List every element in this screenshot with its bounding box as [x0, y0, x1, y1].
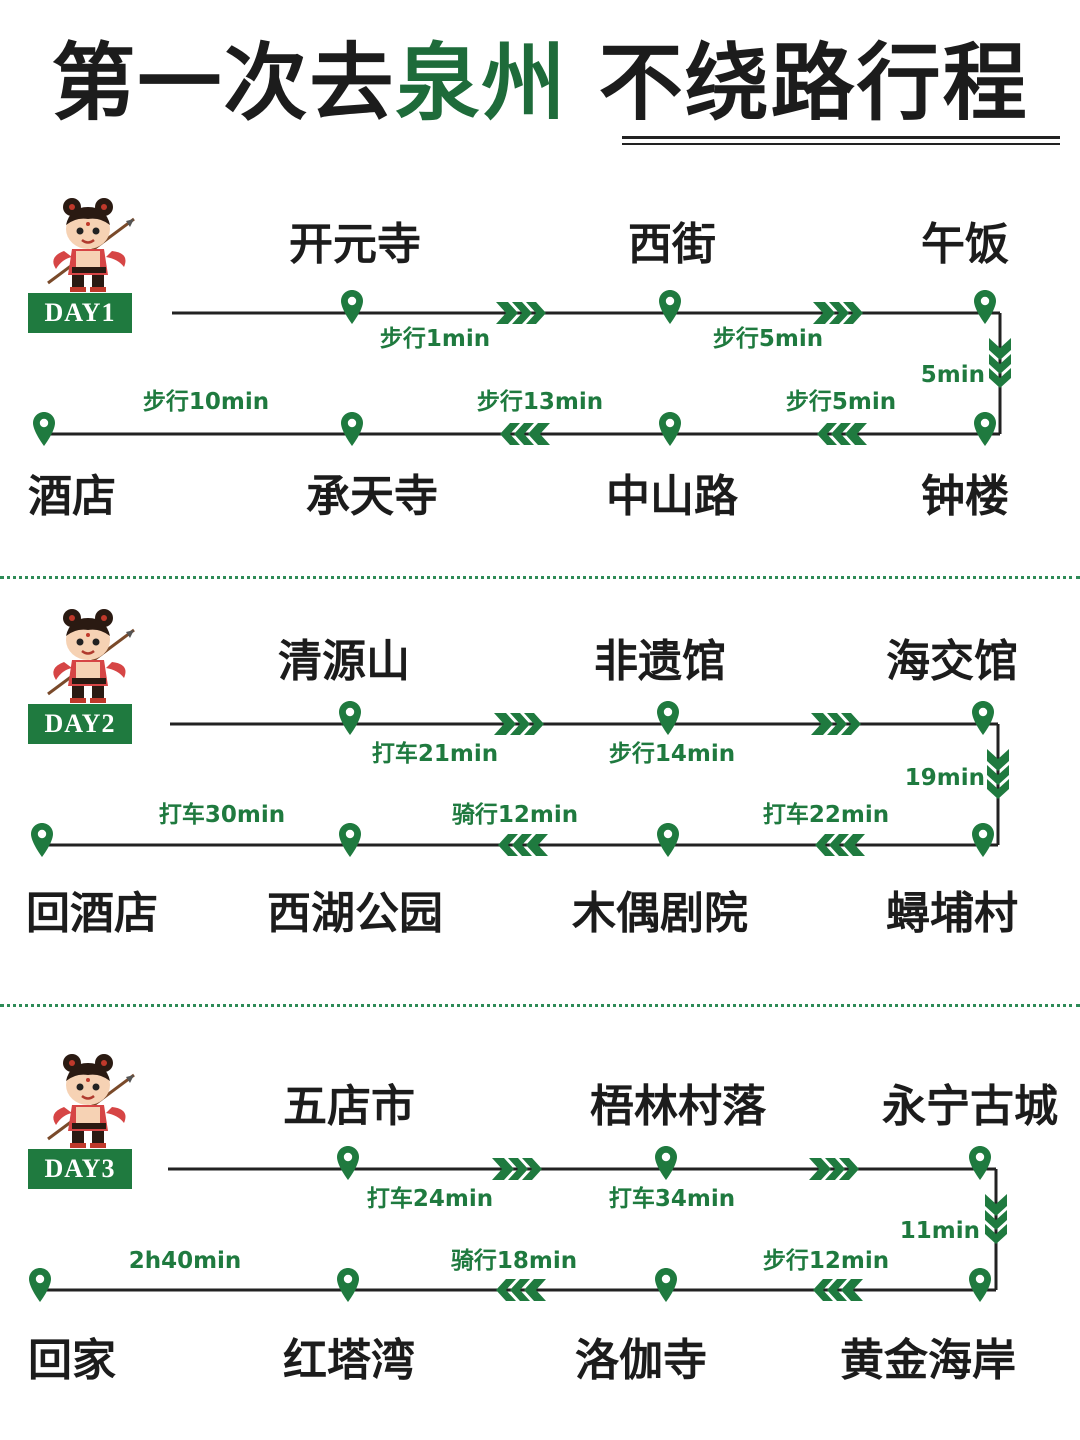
stop-name: 木偶剧院 [572, 888, 748, 939]
leg-duration: 骑行12min [451, 802, 579, 828]
map-pin-icon [339, 701, 361, 735]
stop-name: 五店市 [283, 1081, 415, 1132]
stop-name: 非遗馆 [594, 636, 726, 687]
stop-name: 酒店 [28, 471, 116, 522]
map-pin-icon [972, 823, 994, 857]
map-pin-icon [659, 290, 681, 324]
day-2-section: DAY2 清源山 非遗馆 海交馆 打车21min 步行14min 19min 打… [0, 606, 1080, 986]
map-pin-icon [974, 290, 996, 324]
map-pin-icon [974, 412, 996, 446]
day-badge: DAY1 [28, 293, 132, 333]
stop-name: 永宁古城 [882, 1081, 1058, 1132]
map-pin-icon [339, 823, 361, 857]
route-diagram [29, 1146, 1007, 1302]
stop-name: 海交馆 [886, 636, 1018, 687]
leg-duration: 步行10min [142, 389, 270, 415]
leg-duration: 骑行18min [450, 1248, 578, 1274]
title-underline [622, 136, 1060, 139]
stop-name: 蟳埔村 [886, 888, 1018, 939]
route-diagram [33, 290, 1011, 446]
stop-name: 洛伽寺 [575, 1335, 707, 1386]
stop-name: 午饭 [921, 219, 1009, 270]
day-1-section: DAY1 开元寺 西街 午饭 步行1min 步行5min 5min 步行10mi… [0, 195, 1080, 575]
stop-name: 中山路 [606, 471, 738, 522]
page-title: 第一次去泉州 不绕路行程 [0, 28, 1080, 138]
route-diagram [31, 701, 1009, 857]
stop-name: 梧林村落 [590, 1081, 766, 1132]
day-badge: DAY3 [28, 1149, 132, 1189]
map-pin-icon [337, 1146, 359, 1180]
map-pin-icon [655, 1146, 677, 1180]
stop-name: 回家 [28, 1335, 116, 1386]
leg-duration: 步行5min [712, 326, 824, 352]
leg-duration: 步行5min [785, 389, 897, 415]
map-pin-icon [969, 1146, 991, 1180]
day-3-section: DAY3 五店市 梧林村落 永宁古城 打车24min 打车34min 11min… [0, 1051, 1080, 1431]
title-part-2-highlight: 泉州 [395, 34, 568, 132]
title-underline-second [622, 143, 1060, 145]
leg-duration: 5min [920, 362, 985, 388]
stop-name: 西湖公园 [267, 888, 443, 939]
leg-duration: 打车24min [366, 1186, 494, 1212]
leg-duration: 步行14min [608, 741, 736, 767]
stop-name: 回酒店 [26, 888, 158, 939]
stop-name: 红塔湾 [283, 1335, 415, 1386]
day-badge: DAY2 [28, 704, 132, 744]
section-divider [0, 1004, 1080, 1007]
title-part-3: 不绕路行程 [598, 34, 1029, 132]
leg-duration: 步行1min [379, 326, 491, 352]
map-pin-icon [972, 701, 994, 735]
stop-name: 黄金海岸 [840, 1335, 1016, 1386]
map-pin-icon [29, 1268, 51, 1302]
stop-name: 清源山 [278, 636, 410, 687]
leg-duration: 打车30min [158, 802, 286, 828]
leg-duration: 步行13min [476, 389, 604, 415]
map-pin-icon [655, 1268, 677, 1302]
map-pin-icon [31, 823, 53, 857]
leg-duration: 打车22min [762, 802, 890, 828]
leg-duration: 19min [904, 765, 985, 791]
stop-name: 西街 [628, 219, 716, 270]
section-divider [0, 576, 1080, 579]
title-part-1: 第一次去 [51, 34, 396, 132]
map-pin-icon [337, 1268, 359, 1302]
stop-name: 钟楼 [921, 471, 1009, 522]
leg-duration: 打车34min [608, 1186, 736, 1212]
stop-name: 承天寺 [306, 471, 438, 522]
map-pin-icon [33, 412, 55, 446]
map-pin-icon [341, 412, 363, 446]
leg-duration: 11min [899, 1218, 980, 1244]
stop-name: 开元寺 [289, 219, 421, 270]
leg-duration: 打车21min [371, 741, 499, 767]
leg-duration: 2h40min [128, 1248, 242, 1274]
map-pin-icon [341, 290, 363, 324]
map-pin-icon [659, 412, 681, 446]
map-pin-icon [657, 823, 679, 857]
map-pin-icon [657, 701, 679, 735]
map-pin-icon [969, 1268, 991, 1302]
leg-duration: 步行12min [762, 1248, 890, 1274]
